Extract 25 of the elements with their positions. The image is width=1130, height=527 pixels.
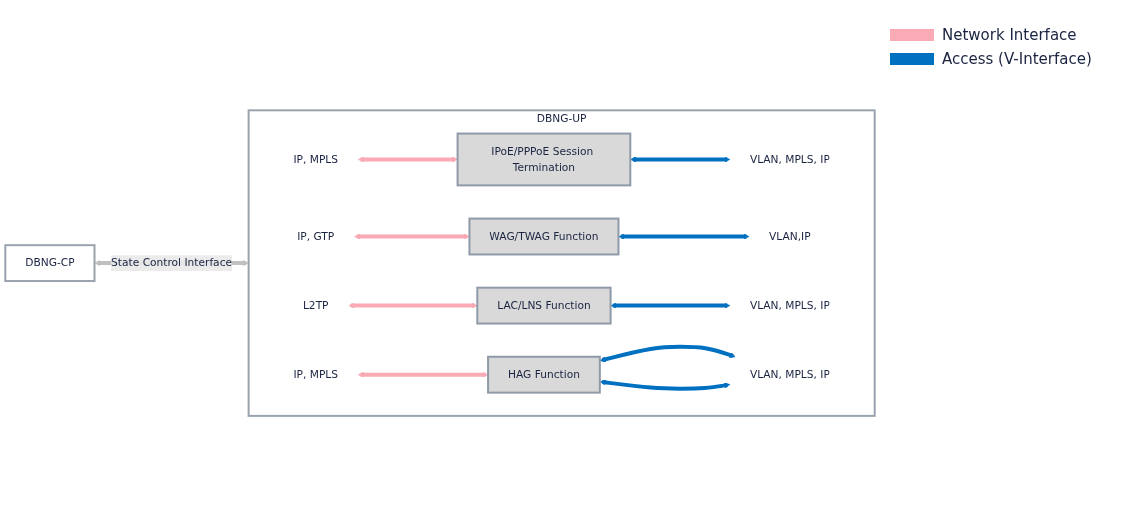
node-text: IP, MPLS	[293, 368, 339, 382]
arrow	[599, 345, 736, 363]
node-box: WAG/TWAG Function	[468, 218, 620, 256]
arrow	[357, 372, 489, 378]
node-text: VLAN,IP	[769, 230, 811, 243]
node-box: DBNG-CP	[4, 244, 96, 283]
arrow	[618, 234, 750, 240]
node-text: L2TP	[302, 299, 329, 312]
legend-label: Network Interface	[942, 26, 1077, 44]
arrow	[610, 303, 731, 309]
arrow	[357, 156, 458, 163]
node-box: HAG Function	[487, 356, 601, 395]
node-box: IPoE/PPPoE Session Termination	[456, 132, 632, 187]
legend-label: Access (V-Interface)	[942, 50, 1092, 68]
edge-label: State Control Interface	[111, 256, 233, 270]
node-text: IP, MPLS	[293, 153, 339, 166]
node-text: IP, GTP	[297, 230, 335, 243]
node-text: VLAN, MPLS, IP	[749, 153, 830, 166]
node-text: VLAN, MPLS, IP	[749, 299, 830, 312]
arrow	[354, 234, 470, 240]
arrow	[630, 156, 731, 163]
node-box: LAC/LNS Function	[476, 287, 612, 325]
node-text: VLAN, MPLS, IP	[749, 368, 830, 382]
arrow	[599, 379, 731, 392]
arrow	[348, 303, 478, 309]
